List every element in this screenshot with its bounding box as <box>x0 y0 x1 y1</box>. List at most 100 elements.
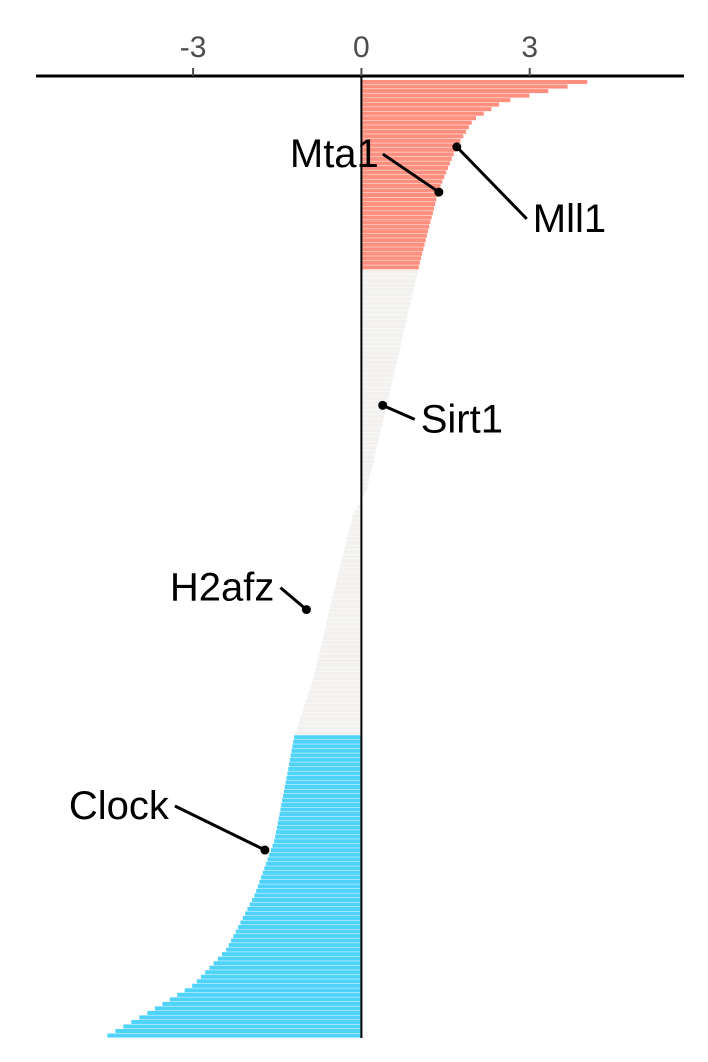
bar <box>349 527 362 532</box>
bar <box>344 545 362 550</box>
bar <box>361 188 439 193</box>
bar <box>290 753 362 758</box>
annotation-leader-line <box>279 586 308 611</box>
bar <box>361 387 391 392</box>
bar <box>361 477 370 482</box>
bar <box>361 152 454 157</box>
bar <box>361 161 450 166</box>
bar <box>307 694 362 699</box>
annotation-point <box>378 400 388 410</box>
bar <box>270 848 362 853</box>
bar <box>343 549 362 555</box>
bar <box>332 595 362 600</box>
gene-label: Mll1 <box>533 197 606 241</box>
annotation-point <box>301 605 311 615</box>
bar <box>275 834 362 839</box>
bar <box>361 283 415 288</box>
bar <box>361 482 369 487</box>
bar <box>361 364 396 369</box>
bar <box>361 170 447 175</box>
annotation-point <box>260 845 270 855</box>
bar <box>361 310 409 315</box>
gene-label: Clock <box>69 784 170 828</box>
gene-label: H2afz <box>170 566 275 610</box>
bar <box>348 531 362 536</box>
bar <box>299 717 362 722</box>
bar <box>238 925 362 930</box>
bar <box>233 934 362 939</box>
bar <box>286 775 362 780</box>
bar <box>361 414 385 419</box>
bar <box>283 793 362 799</box>
bar <box>162 1001 362 1006</box>
bar <box>361 238 426 243</box>
bar <box>154 1006 362 1011</box>
bar <box>361 102 500 107</box>
bar <box>361 251 423 256</box>
bar <box>361 464 373 469</box>
bar <box>265 861 362 866</box>
bar <box>261 875 362 880</box>
bar <box>322 635 362 640</box>
bar <box>361 396 389 401</box>
bar <box>302 708 362 713</box>
bar <box>361 120 472 125</box>
bar <box>361 211 433 216</box>
bar <box>361 432 380 437</box>
bar <box>235 929 362 934</box>
bar <box>361 337 403 342</box>
annotation-leader-line <box>381 152 440 194</box>
bar <box>279 812 362 817</box>
bar <box>361 296 412 301</box>
bar <box>361 197 437 202</box>
bar <box>288 766 362 771</box>
bar <box>361 147 456 152</box>
bar <box>213 961 362 966</box>
bar <box>333 590 362 595</box>
annotation-leader-line <box>455 145 528 220</box>
annotation-point <box>434 187 444 197</box>
bar <box>209 965 362 970</box>
bar <box>262 870 362 875</box>
bar <box>342 554 362 559</box>
bar <box>264 866 362 871</box>
bar <box>351 518 362 523</box>
bar <box>361 314 408 320</box>
bar <box>350 522 362 527</box>
bar <box>200 974 362 979</box>
bar <box>292 744 362 749</box>
bar <box>361 220 431 225</box>
bar <box>221 952 362 957</box>
bar <box>192 983 362 988</box>
bar <box>361 89 549 94</box>
bar <box>139 1015 362 1020</box>
bar <box>295 730 362 735</box>
bar <box>320 644 362 649</box>
bar <box>298 721 362 726</box>
bar <box>245 911 362 916</box>
bar <box>361 491 365 496</box>
bar <box>361 459 374 464</box>
bar <box>249 902 362 907</box>
annotation-leader-line <box>174 804 266 852</box>
bar <box>278 816 362 821</box>
bar <box>361 107 492 112</box>
bar <box>361 486 368 491</box>
bar <box>242 915 362 921</box>
bar <box>339 568 362 573</box>
bar <box>297 726 362 731</box>
bar <box>361 269 418 274</box>
bar <box>276 825 362 830</box>
bar <box>361 391 390 396</box>
bar <box>274 839 362 844</box>
bar <box>287 771 362 776</box>
bar <box>196 979 362 984</box>
bars-group <box>107 80 588 1038</box>
bar <box>336 577 362 582</box>
bar <box>184 988 362 993</box>
bar <box>361 202 436 207</box>
bar <box>361 134 464 139</box>
bar <box>291 748 362 753</box>
bar <box>331 599 362 604</box>
